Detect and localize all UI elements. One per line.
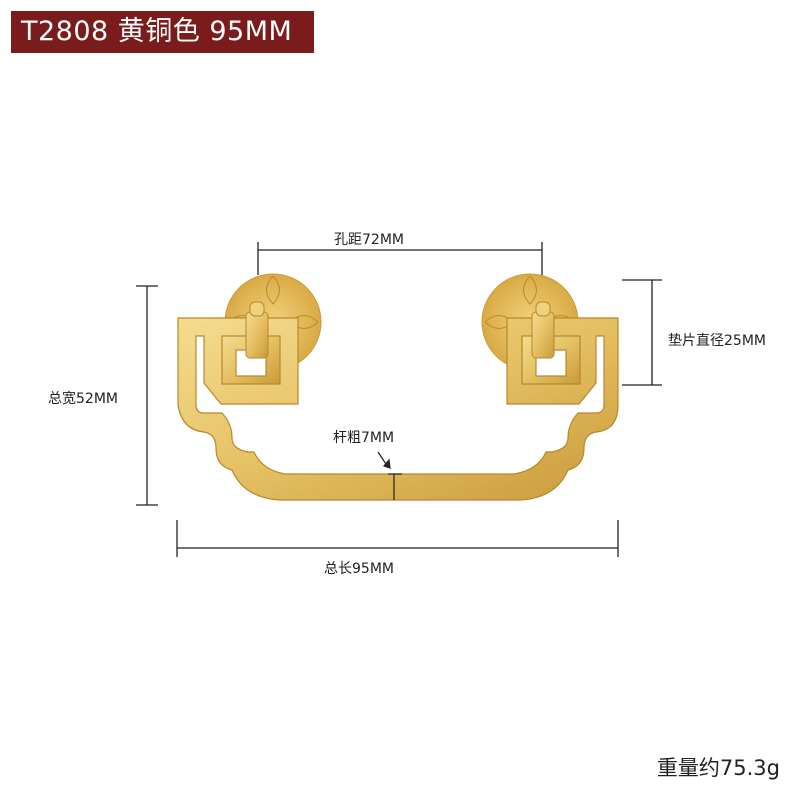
total-width-dimension (136, 285, 158, 506)
product-title-badge: T2808 黄铜色 95MM (11, 11, 314, 53)
right-post (531, 301, 555, 359)
total-length-label: 总长95MM (324, 561, 394, 577)
pad-diameter-dimension (622, 279, 662, 386)
pad-diameter-label: 垫片直径25MM (668, 333, 766, 349)
handle-bail (177, 317, 619, 501)
bar-thickness-label: 杆粗7MM (333, 430, 395, 446)
bar-thickness-marker (377, 451, 402, 500)
weight-label: 重量约75.3g (656, 756, 780, 780)
left-post (245, 301, 269, 359)
total-width-label: 总宽52MM (48, 391, 118, 407)
hole-spacing-label: 孔距72MM (334, 232, 404, 248)
total-length-dimension (176, 520, 619, 557)
hole-spacing-dimension (257, 242, 543, 275)
